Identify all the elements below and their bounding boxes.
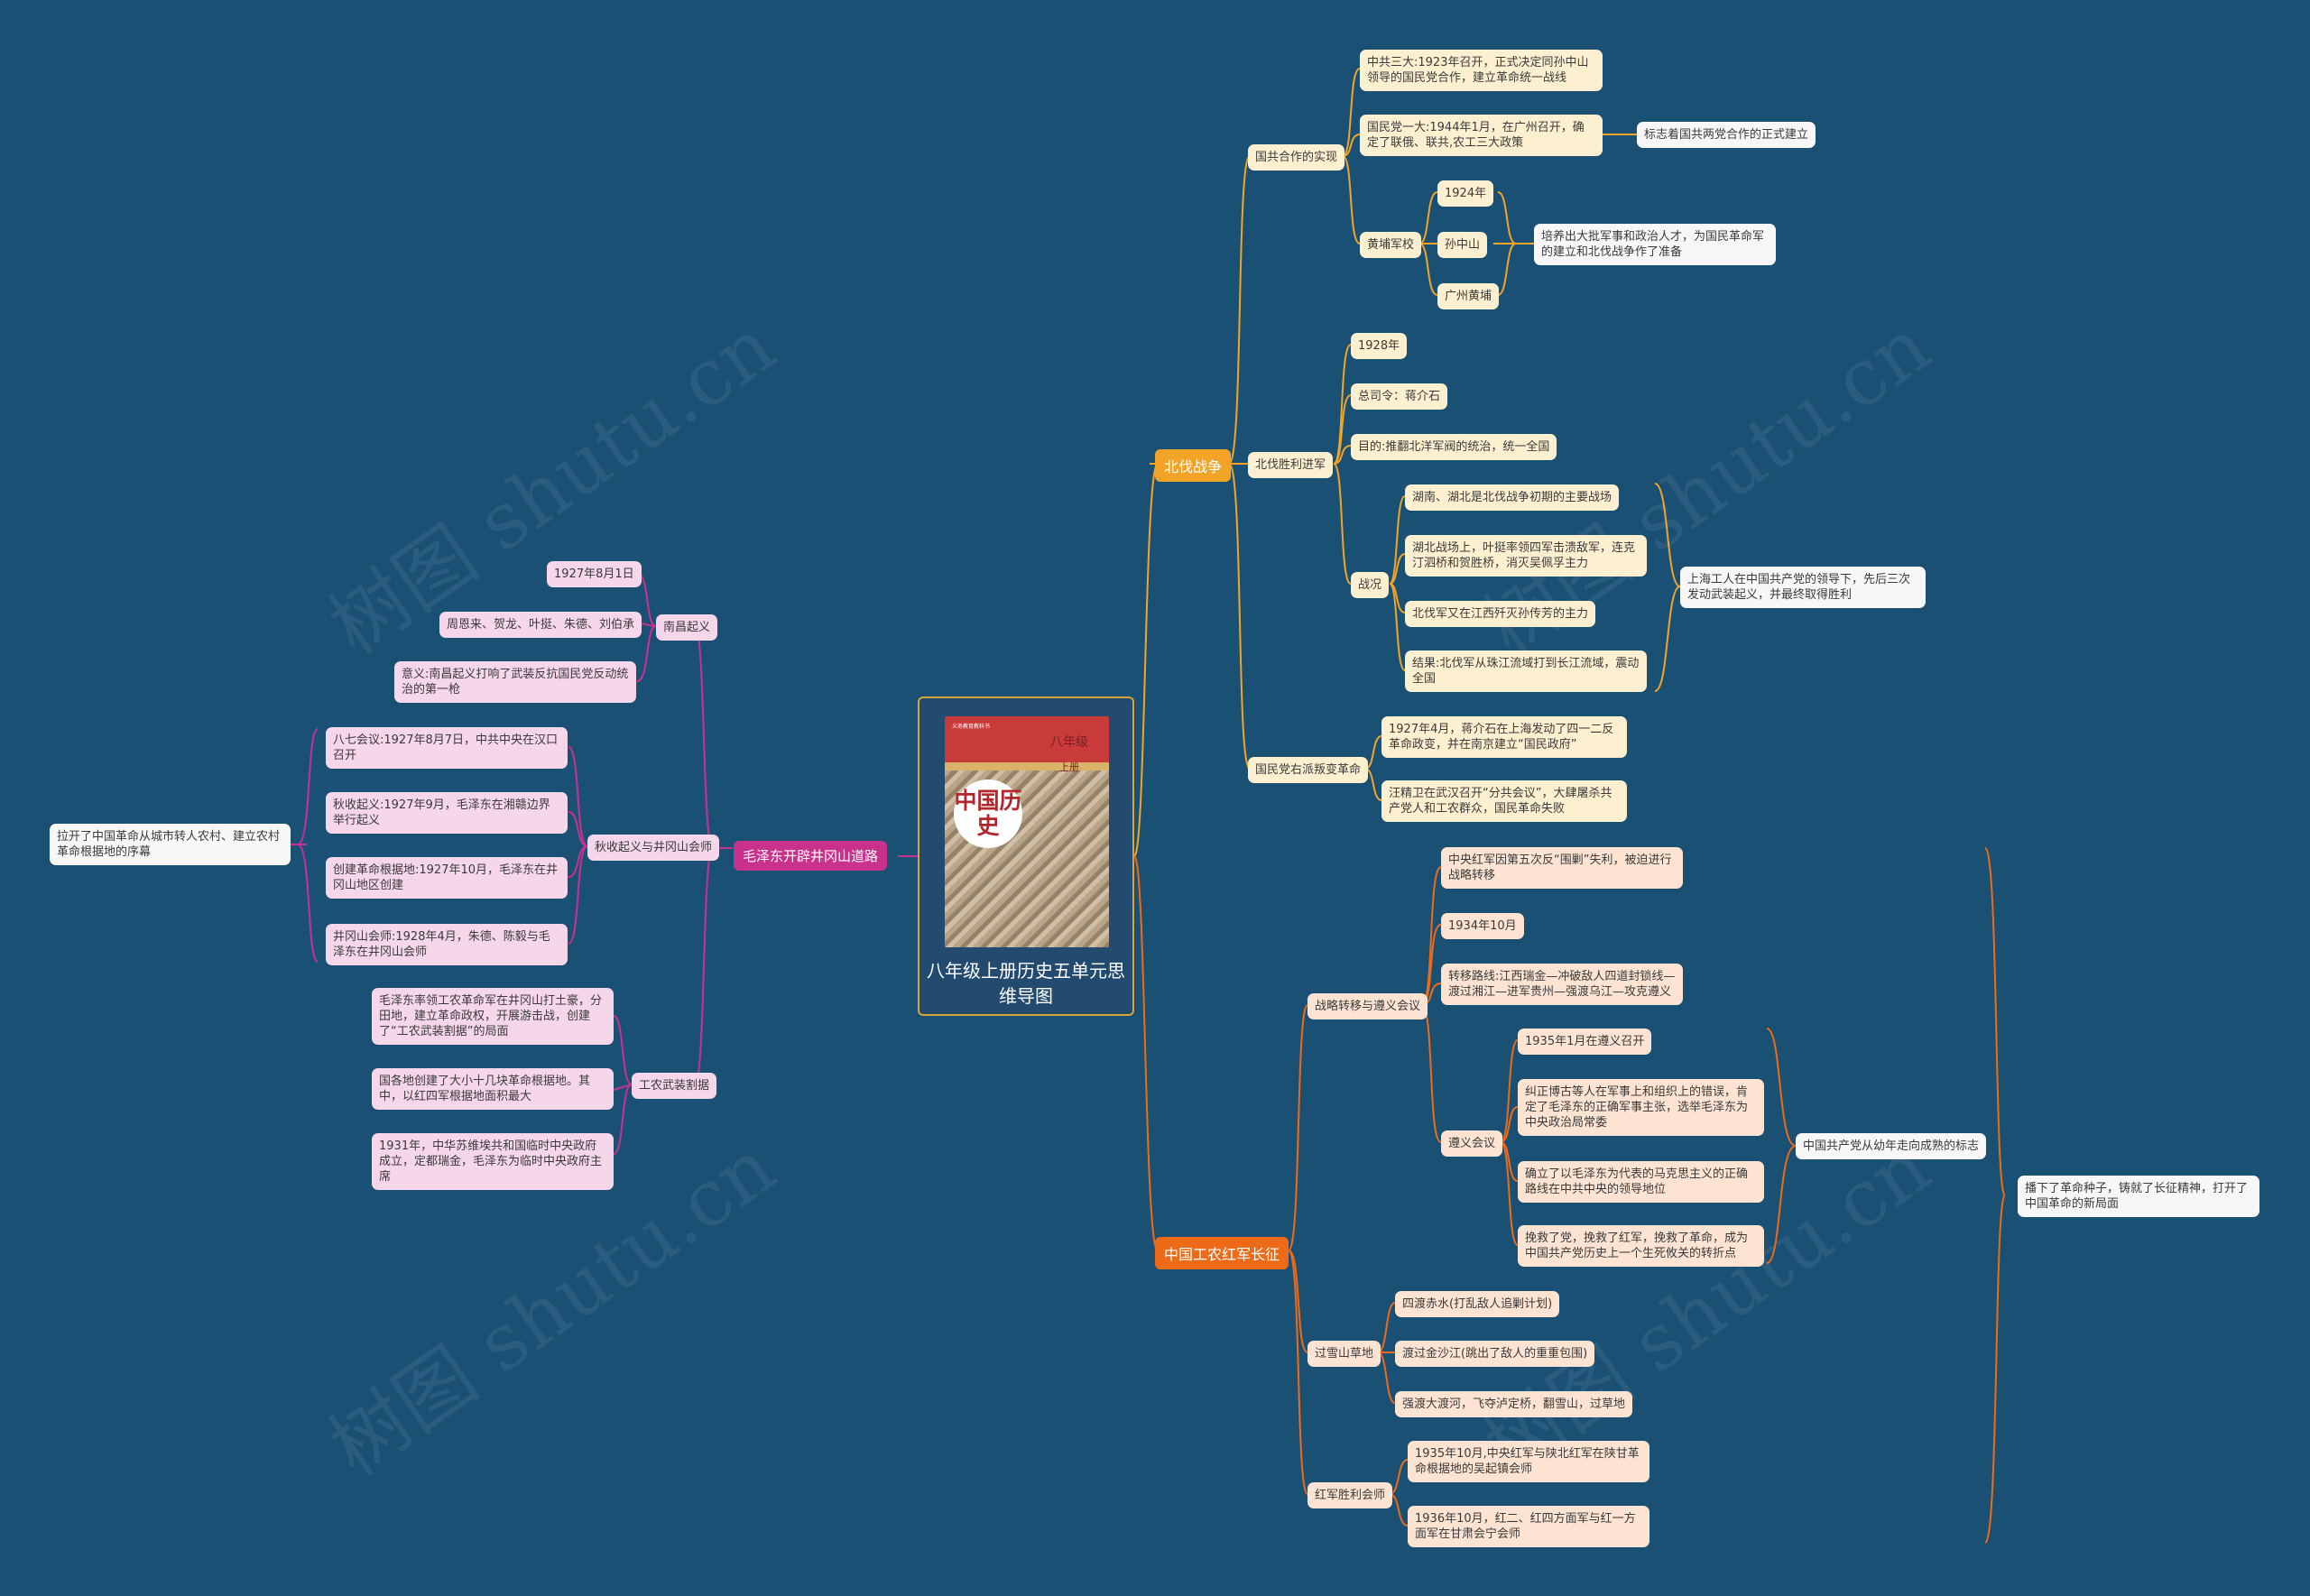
node-jinjun[interactable]: 北伐胜利进军 <box>1248 452 1334 478</box>
node-panbian[interactable]: 国民党右派叛变革命 <box>1248 757 1369 783</box>
node-xueshan-2[interactable]: 渡过金沙江(跳出了敌人的重重包围) <box>1395 1341 1595 1367</box>
node-qiushou-1[interactable]: 八七会议:1927年8月7日，中共中央在汉口召开 <box>326 727 568 769</box>
root-title: 八年级上册历史五单元思维导图 <box>927 960 1125 1007</box>
node-xueshan-1[interactable]: 四渡赤水(打乱敌人追剿计划) <box>1395 1291 1560 1317</box>
textbook-cover-image: 义务教育教科书 八年级 上册 中国历史 <box>945 716 1109 947</box>
node-zhankuang-1[interactable]: 湖南、湖北是北伐战争初期的主要战场 <box>1405 484 1620 511</box>
node-qiushou-2[interactable]: 秋收起义:1927年9月，毛泽东在湘赣边界举行起义 <box>326 792 568 834</box>
node-huishi[interactable]: 红军胜利会师 <box>1307 1482 1393 1508</box>
node-zhuanyi-2[interactable]: 1934年10月 <box>1441 913 1524 939</box>
node-qiushou-3[interactable]: 创建革命根据地:1927年10月，毛泽东在井冈山地区创建 <box>326 857 568 899</box>
node-qiushou-note[interactable]: 拉开了中国革命从城市转人农村、建立农村革命根据地的序幕 <box>50 824 291 865</box>
node-huangpu-year[interactable]: 1924年 <box>1437 180 1494 207</box>
node-zhuanyi-note[interactable]: 播下了革命种子，铸就了长征精神，打开了中国革命的新局面 <box>2018 1176 2259 1217</box>
node-gexu-3[interactable]: 1931年，中华苏维埃共和国临时中央政府成立，定都瑞金，毛泽东为临时中央政府主席 <box>372 1133 614 1190</box>
node-qiushou-4[interactable]: 井冈山会师:1928年4月，朱德、陈毅与毛泽东在井冈山会师 <box>326 924 568 965</box>
node-zunyi[interactable]: 遵义会议 <box>1441 1130 1503 1157</box>
branch-mao[interactable]: 毛泽东开辟井冈山道路 <box>734 841 888 871</box>
node-nanchang-1[interactable]: 1927年8月1日 <box>547 561 642 587</box>
root-node[interactable]: 义务教育教科书 八年级 上册 中国历史 八年级上册历史五单元思维导图 <box>918 697 1134 1016</box>
node-huishi-1[interactable]: 1935年10月,中央红军与陕北红军在陕甘革命根据地的吴起镇会师 <box>1408 1441 1649 1482</box>
node-zhankuang-note[interactable]: 上海工人在中国共产党的领导下，先后三次发动武装起义，并最终取得胜利 <box>1680 567 1926 608</box>
node-zunyi-1[interactable]: 1935年1月在遵义召开 <box>1518 1029 1652 1055</box>
node-zhankuang-2[interactable]: 湖北战场上，叶挺率领四军击溃敌军，连克汀泗桥和贺胜桥，消灭吴佩孚主力 <box>1405 535 1647 577</box>
node-jinjun-goal[interactable]: 目的:推翻北洋军阀的统治，统一全国 <box>1351 434 1557 460</box>
node-huangpu[interactable]: 黄埔军校 <box>1360 232 1422 258</box>
node-zhuanyi-3[interactable]: 转移路线:江西瑞金—冲破敌人四道封锁线—渡过湘江—进军贵州—强渡乌江—攻克遵义 <box>1441 964 1683 1005</box>
node-zhankuang[interactable]: 战况 <box>1351 572 1390 598</box>
node-xueshan-3[interactable]: 强渡大渡河，飞夺泸定桥，翻雪山，过草地 <box>1395 1391 1633 1417</box>
cover-volume: 上册 <box>1059 761 1079 773</box>
node-jinjun-year[interactable]: 1928年 <box>1351 333 1408 359</box>
node-zunyi-2[interactable]: 纠正博古等人在军事上和组织上的错误，肯定了毛泽东的正确军事主张，选举毛泽东为中央… <box>1518 1079 1764 1136</box>
node-zhankuang-4[interactable]: 结果:北伐军从珠江流域打到长江流域，震动全国 <box>1405 650 1647 692</box>
node-jinjun-commander[interactable]: 总司令：蒋介石 <box>1351 383 1448 410</box>
node-yida[interactable]: 国民党一大:1944年1月，在广州召开，确定了联俄、联共,农工三大政策 <box>1360 115 1603 156</box>
node-zhankuang-3[interactable]: 北伐军又在江西歼灭孙传芳的主力 <box>1405 601 1596 627</box>
cover-top-text: 义务教育教科书 <box>952 724 991 730</box>
node-zhuanyi-1[interactable]: 中央红军因第五次反“围剿”失利，被迫进行战略转移 <box>1441 847 1683 889</box>
node-huangpu-note[interactable]: 培养出大批军事和政治人才，为国民革命军的建立和北伐战争作了准备 <box>1534 224 1776 265</box>
node-yida-note[interactable]: 标志着国共两党合作的正式建立 <box>1637 122 1816 148</box>
node-nanchang[interactable]: 南昌起义 <box>656 614 718 641</box>
node-zunyi-4[interactable]: 挽救了党，挽救了红军，挽救了革命，成为中国共产党历史上一个生死攸关的转折点 <box>1518 1225 1764 1267</box>
node-nanchang-3[interactable]: 意义:南昌起义打响了武装反抗国民党反动统治的第一枪 <box>394 661 636 703</box>
branch-hongjun[interactable]: 中国工农红军长征 <box>1155 1237 1289 1269</box>
node-gexu-2[interactable]: 国各地创建了大小十几块革命根据地。其中，以红四军根据地面积最大 <box>372 1068 614 1110</box>
node-zunyi-3[interactable]: 确立了以毛泽东为代表的马克思主义的正确路线在中共中央的领导地位 <box>1518 1161 1764 1203</box>
node-zunyi-note[interactable]: 中国共产党从幼年走向成熟的标志 <box>1796 1133 1987 1159</box>
node-huangpu-founder[interactable]: 孙中山 <box>1437 232 1488 258</box>
node-zhuanyi[interactable]: 战略转移与遵义会议 <box>1307 993 1428 1019</box>
node-qiushou[interactable]: 秋收起义与井冈山会师 <box>587 835 720 861</box>
cover-grade: 八年级 <box>1050 735 1088 750</box>
node-guogong[interactable]: 国共合作的实现 <box>1248 144 1345 171</box>
cover-title: 中国历史 <box>954 780 1022 848</box>
node-gexu-1[interactable]: 毛泽东率领工农革命军在井冈山打土豪，分田地，建立革命政权，开展游击战，创建了“工… <box>372 988 614 1045</box>
node-gexu[interactable]: 工农武装割据 <box>632 1073 717 1099</box>
branch-beifa[interactable]: 北伐战争 <box>1155 449 1232 482</box>
node-panbian-2[interactable]: 汪精卫在武汉召开“分共会议”，大肆屠杀共产党人和工农群众，国民革命失败 <box>1381 780 1627 822</box>
node-sanda[interactable]: 中共三大:1923年召开，正式决定同孙中山领导的国民党合作，建立革命统一战线 <box>1360 50 1603 91</box>
node-huangpu-place[interactable]: 广州黄埔 <box>1437 283 1500 309</box>
node-panbian-1[interactable]: 1927年4月，蒋介石在上海发动了四一二反革命政变，并在南京建立“国民政府” <box>1381 716 1627 758</box>
node-nanchang-2[interactable]: 周恩来、贺龙、叶挺、朱德、刘伯承 <box>439 612 642 638</box>
node-xueshan[interactable]: 过雪山草地 <box>1307 1341 1381 1367</box>
node-huishi-2[interactable]: 1936年10月，红二、红四方面军与红一方面军在甘肃会宁会师 <box>1408 1506 1649 1547</box>
